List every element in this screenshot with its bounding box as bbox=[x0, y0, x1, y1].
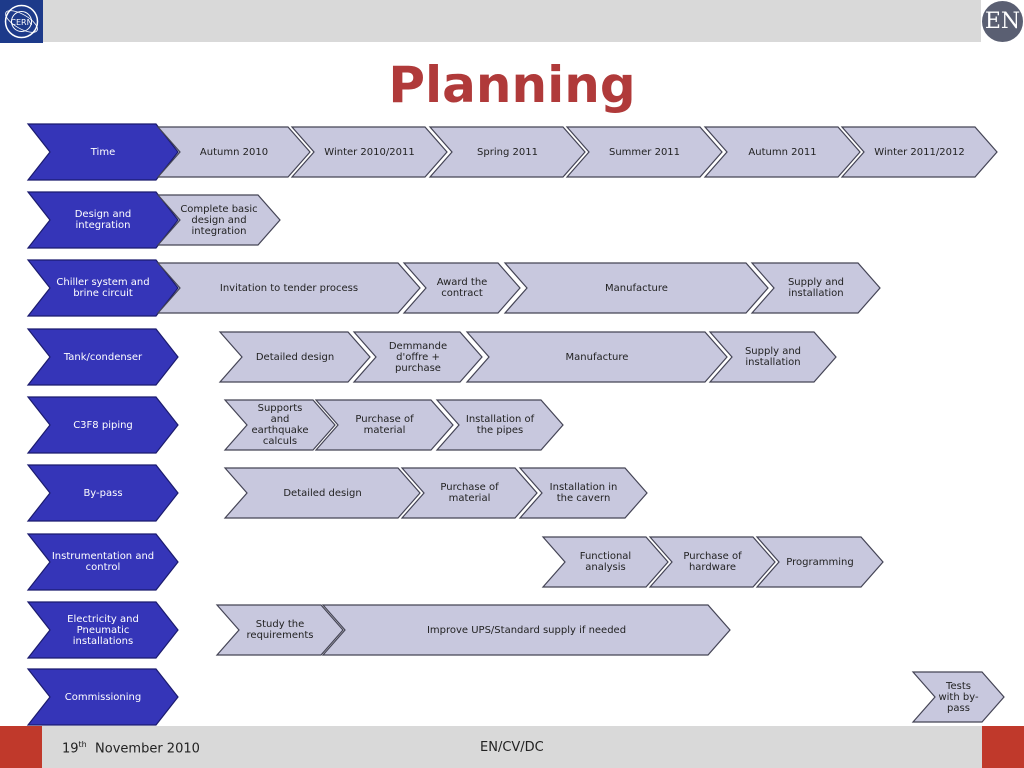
page-title: Planning bbox=[388, 56, 636, 114]
task-chevron bbox=[156, 126, 311, 178]
task-chevron bbox=[400, 467, 538, 519]
task-chevron bbox=[223, 399, 336, 451]
task-chevron bbox=[755, 536, 884, 588]
task-chevron bbox=[218, 331, 371, 383]
task-chevron bbox=[352, 331, 483, 383]
footer-accent-right bbox=[982, 726, 1024, 768]
row-header-chevron bbox=[26, 601, 179, 659]
task-chevron bbox=[703, 126, 861, 178]
task-chevron bbox=[435, 399, 564, 451]
task-chevron bbox=[314, 399, 454, 451]
task-chevron bbox=[428, 126, 586, 178]
task-chevron bbox=[465, 331, 728, 383]
task-chevron bbox=[215, 604, 344, 656]
task-chevron bbox=[750, 262, 881, 314]
row-header-chevron bbox=[26, 328, 179, 386]
task-chevron bbox=[402, 262, 521, 314]
task-chevron bbox=[840, 126, 998, 178]
row-header-chevron bbox=[26, 396, 179, 454]
row-header-chevron bbox=[26, 533, 179, 591]
cern-logo: CERN bbox=[0, 0, 43, 43]
task-chevron bbox=[503, 262, 769, 314]
footer-department: EN/CV/DC bbox=[480, 740, 544, 755]
task-chevron bbox=[911, 671, 1005, 723]
task-chevron bbox=[156, 194, 281, 246]
row-header-chevron bbox=[26, 464, 179, 522]
task-chevron bbox=[648, 536, 776, 588]
task-chevron bbox=[565, 126, 723, 178]
task-chevron bbox=[708, 331, 837, 383]
task-chevron bbox=[321, 604, 731, 656]
row-header-chevron bbox=[26, 668, 179, 726]
footer-accent-left bbox=[0, 726, 42, 768]
footer-date: 19th November 2010 bbox=[62, 740, 200, 757]
task-chevron bbox=[290, 126, 448, 178]
row-header-chevron bbox=[26, 191, 179, 249]
task-chevron bbox=[541, 536, 669, 588]
row-header-chevron bbox=[26, 259, 179, 317]
svg-text:CERN: CERN bbox=[10, 18, 32, 27]
footer-bar bbox=[0, 726, 1024, 768]
en-logo: EN bbox=[982, 1, 1023, 42]
task-chevron bbox=[223, 467, 421, 519]
header-bar bbox=[0, 0, 981, 42]
row-header-chevron bbox=[26, 123, 179, 181]
task-chevron bbox=[518, 467, 648, 519]
task-chevron bbox=[156, 262, 421, 314]
